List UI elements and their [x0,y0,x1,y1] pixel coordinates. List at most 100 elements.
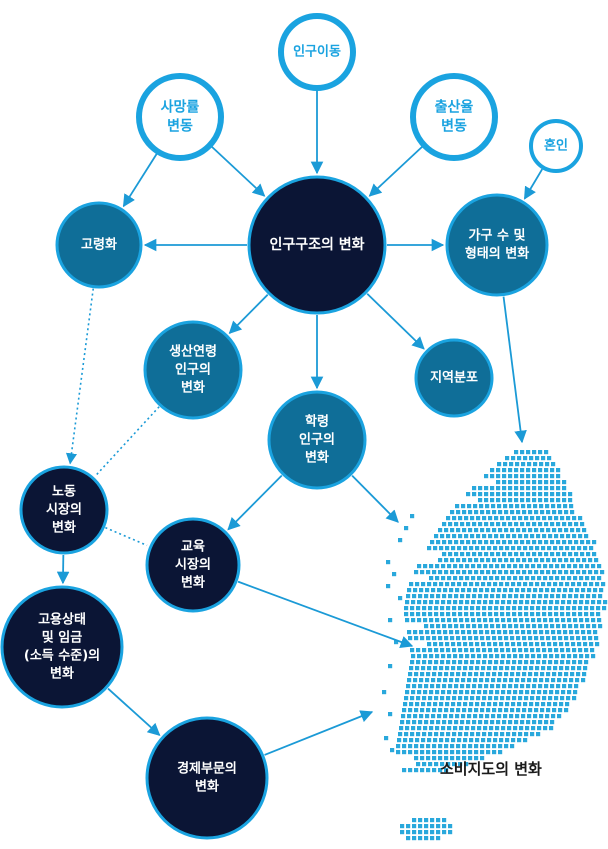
map-dot [442,522,447,527]
map-dot [420,636,425,641]
map-dot [541,642,546,647]
map-dot [471,654,476,659]
map-dot [474,756,479,761]
map-dot [503,714,508,719]
map-dot [414,750,419,755]
arrow-aging-labor [65,288,95,465]
map-dot [431,588,436,593]
map-dot [440,648,445,653]
map-dot [538,624,543,629]
map-dot [485,504,490,509]
map-dot [566,612,571,617]
map-dot [502,522,507,527]
map-dot [574,540,579,545]
map-dot [535,546,540,551]
map-dot [460,624,465,629]
map-dot [580,594,585,599]
map-dot [553,702,558,707]
map-dot [423,600,428,605]
node-circle [278,13,356,91]
map-dot [446,606,451,611]
map-dot [528,570,533,575]
map-dot [462,528,467,533]
map-dot [515,504,520,509]
node-label: 인구의 [299,432,335,448]
map-dot [534,510,539,515]
map-dot [564,708,569,713]
map-dot [459,654,464,659]
map-dot [572,516,577,521]
map-dot [508,684,513,689]
node-label: (소득 수준)의 [24,648,100,664]
map-dot [456,510,461,515]
map-dot [422,762,427,767]
map-dot [426,672,431,677]
map-dot [552,510,557,515]
map-dot [486,744,491,749]
map-dot [488,606,493,611]
map-dot [490,492,495,497]
map-dot [448,594,453,599]
map-dot [498,570,503,575]
map-dot [464,612,469,617]
map-dot [478,552,483,557]
map-dot [483,726,488,731]
map-dot [504,744,509,749]
map-dot [458,732,463,737]
map-dot [520,684,525,689]
map-dot [434,732,439,737]
map-dot [561,600,566,605]
map-dot [485,678,490,683]
map-dot [540,510,545,515]
map-dot [482,732,487,737]
map-dot [444,708,449,713]
map-dot [506,516,511,521]
map-dot [493,666,498,671]
map-island-dot [392,572,397,577]
map-dot [490,486,495,491]
map-dot [525,726,530,731]
map-dot [544,624,549,629]
map-dot [583,642,588,647]
map-island-dot [382,690,387,695]
map-dot [546,510,551,515]
map-island-dot [398,596,403,601]
map-dot [465,690,470,695]
map-dot [402,750,407,755]
map-dot [592,624,597,629]
map-dot [511,738,516,743]
jeju-dot [430,818,435,823]
map-dot [411,690,416,695]
map-dot [465,654,470,659]
map-dot [506,612,511,617]
map-dot [437,714,442,719]
map-dot [520,522,525,527]
map-dot [524,534,529,539]
map-dot [404,732,409,737]
map-dot [484,684,489,689]
map-dot [532,522,537,527]
map-dot [447,576,452,581]
map-dot [439,582,444,587]
map-dot [414,636,419,641]
map-dot [454,552,459,557]
map-dot [502,486,507,491]
map-dot [542,534,547,539]
map-dot [509,714,514,719]
map-dot [535,666,540,671]
map-dot [545,588,550,593]
map-dot [556,468,561,473]
map-dot [407,678,412,683]
map-dot [492,636,497,641]
map-dot [511,456,516,461]
map-dot [477,654,482,659]
map-dot [503,462,508,467]
map-dot [514,474,519,479]
map-dot [514,450,519,455]
map-dot [398,732,403,737]
map-dot [435,576,440,581]
map-dot [461,588,466,593]
map-dot [405,690,410,695]
map-dot [433,702,438,707]
